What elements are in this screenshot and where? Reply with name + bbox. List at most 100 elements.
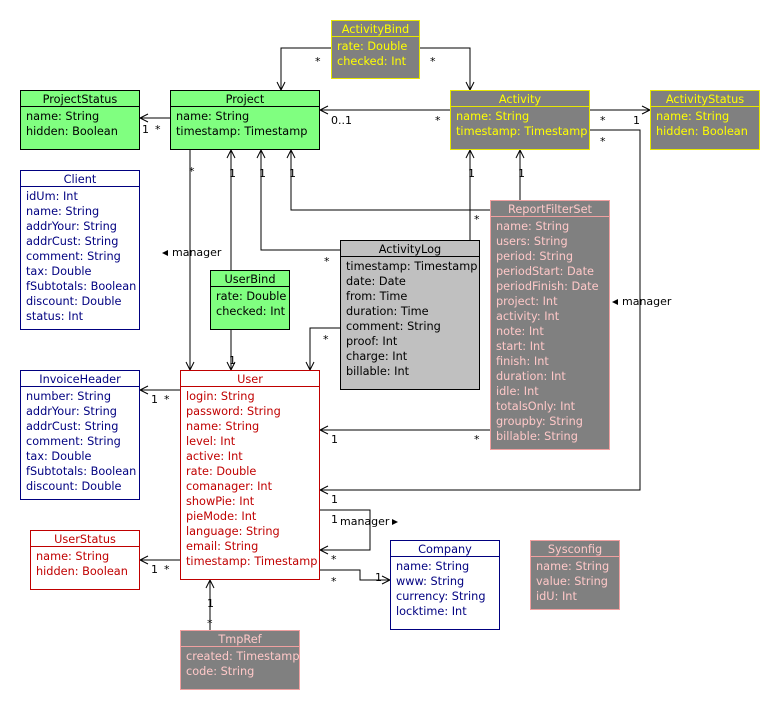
- class-activitylog[interactable]: ActivityLog timestamp: Timestamp date: D…: [340, 240, 480, 390]
- attribute: name: String: [496, 220, 570, 233]
- attribute-list: created: Timestamp code: String: [181, 647, 300, 679]
- class-user[interactable]: User login: String password: String name…: [180, 370, 320, 580]
- attribute: timestamp: Timestamp: [186, 555, 318, 568]
- multiplicity-label: *: [315, 55, 321, 68]
- multiplicity-label: 1: [331, 433, 338, 446]
- attribute: number: String: [26, 390, 112, 403]
- edge-activitylog-user: [309, 327, 340, 370]
- attribute: name: String: [536, 560, 610, 573]
- arrowhead-user-from-activity: [318, 485, 329, 495]
- multiplicity-label: 1: [633, 114, 640, 127]
- attribute: idUm: Int: [26, 190, 78, 203]
- class-userbind[interactable]: UserBind rate: Double checked: Int: [210, 270, 290, 330]
- attribute-list: idUm: Int name: String addrYour: String …: [21, 187, 139, 324]
- multiplicity-label: 1: [207, 597, 214, 610]
- attribute-list: name: String hidden: Boolean: [21, 107, 139, 139]
- attribute: period: String: [496, 250, 574, 263]
- attribute: checked: Int: [337, 55, 407, 68]
- attribute: totalsOnly: Int: [496, 400, 576, 413]
- arrowhead-project-from-reportfilterset: [286, 148, 296, 159]
- attribute: discount: Double: [26, 295, 122, 308]
- arrowhead-project-from-userbind: [226, 148, 236, 159]
- class-name: ActivityBind: [332, 21, 419, 37]
- arrowhead-projectstatus: [138, 113, 149, 123]
- attribute: date: Date: [346, 275, 406, 288]
- attribute: level: Int: [186, 435, 236, 448]
- attribute: locktime: Int: [396, 605, 467, 618]
- class-sysconfig[interactable]: Sysconfig name: String value: String idU…: [530, 540, 620, 610]
- multiplicity-label: *: [331, 575, 337, 588]
- multiplicity-label: 1: [229, 354, 236, 367]
- attribute: duration: Time: [346, 305, 429, 318]
- edge-user-company: [320, 569, 390, 581]
- class-name: ActivityLog: [341, 241, 479, 257]
- multiplicity-label: 1: [151, 563, 158, 576]
- attribute: www: String: [396, 575, 465, 588]
- attribute-list: number: String addrYour: String addrCust…: [21, 387, 139, 494]
- attribute: pieMode: Int: [186, 510, 257, 523]
- edge-activitybind-project: [280, 47, 331, 90]
- arrowhead-invoiceheader: [138, 385, 149, 395]
- class-company[interactable]: Company name: String www: String currenc…: [390, 540, 500, 630]
- arrowhead-user-self: [318, 545, 329, 555]
- attribute: start: Int: [496, 340, 545, 353]
- arrowhead-activity-from-activitylog: [465, 148, 475, 159]
- attribute: duration: Int: [496, 370, 566, 383]
- class-name: InvoiceHeader: [21, 371, 139, 387]
- class-tmpref[interactable]: TmpRef created: Timestamp code: String: [180, 630, 300, 690]
- multiplicity-label: *: [435, 114, 441, 127]
- role-label-manager: manager: [622, 295, 672, 308]
- multiplicity-label: *: [474, 213, 480, 226]
- attribute: billable: Int: [346, 365, 410, 378]
- class-projectstatus[interactable]: ProjectStatus name: String hidden: Boole…: [20, 90, 140, 150]
- class-name: Client: [21, 171, 139, 187]
- attribute: name: String: [456, 110, 530, 123]
- class-invoiceheader[interactable]: InvoiceHeader number: String addrYour: S…: [20, 370, 140, 500]
- attribute: billable: String: [496, 430, 578, 443]
- class-activitystatus[interactable]: ActivityStatus name: String hidden: Bool…: [650, 90, 760, 150]
- arrowhead-user-from-reportfilterset: [318, 425, 329, 435]
- attribute-list: rate: Double checked: Int: [211, 287, 289, 319]
- arrowhead-activity-from-reportfilterset: [515, 148, 525, 159]
- class-name: Project: [171, 91, 319, 107]
- attribute: from: Time: [346, 290, 408, 303]
- attribute: idU: Int: [536, 590, 577, 603]
- attribute: name: String: [26, 205, 100, 218]
- class-name: ActivityStatus: [651, 91, 759, 107]
- class-name: Sysconfig: [531, 541, 619, 557]
- attribute: timestamp: Timestamp: [346, 260, 478, 273]
- class-userstatus[interactable]: UserStatus name: String hidden: Boolean: [30, 530, 140, 590]
- attribute: fSubtotals: Boolean: [26, 280, 137, 293]
- attribute: note: Int: [496, 325, 544, 338]
- class-client[interactable]: Client idUm: Int name: String addrYour: …: [20, 170, 140, 330]
- attribute-list: name: String timestamp: Timestamp: [171, 107, 319, 139]
- multiplicity-label: 1: [518, 167, 525, 180]
- multiplicity-label: 0..1: [331, 114, 352, 127]
- multiplicity-label: 1: [289, 167, 296, 180]
- attribute-list: name: String hidden: Boolean: [651, 107, 759, 139]
- manager-left-triangle: [162, 250, 168, 256]
- attribute: tax: Double: [26, 450, 92, 463]
- class-project[interactable]: Project name: String timestamp: Timestam…: [170, 90, 320, 150]
- multiplicity-label: *: [189, 165, 195, 178]
- attribute: addrCust: String: [26, 420, 119, 433]
- edge-activitybind-activity: [420, 47, 471, 90]
- self-manager-triangle: [392, 519, 398, 525]
- attribute: created: Timestamp: [186, 650, 300, 663]
- attribute: currency: String: [396, 590, 486, 603]
- class-activitybind[interactable]: ActivityBind rate: Double checked: Int: [331, 20, 420, 79]
- attribute: comment: String: [26, 435, 121, 448]
- attribute-list: rate: Double checked: Int: [332, 37, 419, 69]
- multiplicity-label: *: [207, 617, 213, 630]
- multiplicity-label: 1: [331, 513, 338, 526]
- class-reportfilterset[interactable]: ReportFilterSet name: String users: Stri…: [490, 200, 610, 450]
- attribute: idle: Int: [496, 385, 539, 398]
- attribute: name: String: [186, 420, 260, 433]
- attribute: name: String: [36, 550, 110, 563]
- arrowhead-userstatus: [138, 555, 149, 565]
- class-activity[interactable]: Activity name: String timestamp: Timesta…: [450, 90, 590, 150]
- class-name: UserStatus: [31, 531, 139, 547]
- attribute: email: String: [186, 540, 259, 553]
